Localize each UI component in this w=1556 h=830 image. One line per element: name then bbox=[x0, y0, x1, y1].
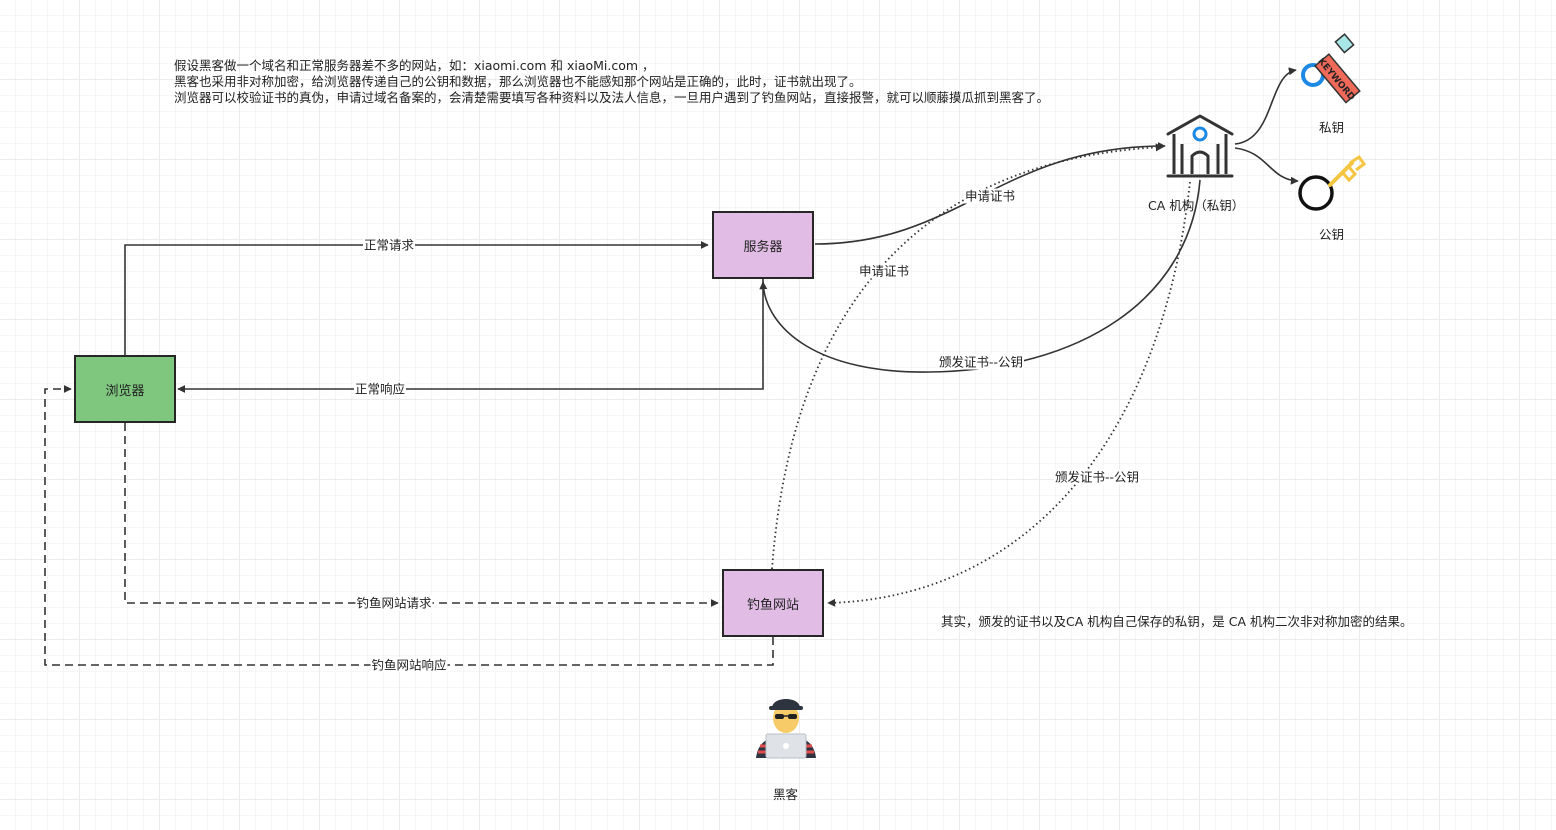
hacker-icon bbox=[756, 699, 816, 759]
edge-ca-private-key bbox=[1234, 67, 1297, 145]
edge-label-phish-request: 钓鱼网站请求 bbox=[355, 595, 433, 611]
edge-phish-request bbox=[124, 423, 719, 607]
edge-ca-issue-cert-server bbox=[759, 179, 1201, 373]
intro-line-2: 黑客也采用非对称加密，给浏览器传递自己的公钥和数据，那么浏览器也不能感知那个网站… bbox=[174, 74, 862, 89]
explanation-note: 其实，颁发的证书以及CA 机构自己保存的私钥，是 CA 机构二次非对称加密的结果… bbox=[941, 614, 1413, 629]
edge-normal-request bbox=[124, 241, 709, 355]
edge-label-ca-issue-cert-server: 颁发证书--公钥 bbox=[937, 354, 1025, 370]
browser-node[interactable]: 浏览器 bbox=[74, 355, 176, 423]
edge-label-normal-request: 正常请求 bbox=[362, 237, 416, 253]
hacker-label: 黑客 bbox=[773, 787, 799, 802]
edge-normal-response bbox=[177, 279, 764, 393]
phishing-site-node[interactable]: 钓鱼网站 bbox=[722, 569, 824, 637]
edge-ca-issue-cert-phish bbox=[827, 181, 1191, 607]
private-key-label: 私钥 bbox=[1319, 120, 1345, 135]
private-key-icon: KEYWORD bbox=[1301, 33, 1361, 104]
intro-line-3: 浏览器可以校验证书的真伪，申请过域名备案的，会清楚需要填写各种资料以及法人信息，… bbox=[174, 90, 1050, 105]
edge-label-ca-issue-cert-phish: 颁发证书--公钥 bbox=[1053, 469, 1141, 485]
edge-label-phish-response: 钓鱼网站响应 bbox=[370, 657, 448, 673]
edge-phish-response bbox=[44, 385, 774, 666]
edge-ca-public-key bbox=[1234, 147, 1299, 185]
public-key-icon bbox=[1298, 154, 1367, 211]
edge-label-phish-apply-cert: 申请证书 bbox=[857, 263, 911, 279]
intro-line-1: 假设黑客做一个域名和正常服务器差不多的网站，如：xiaomi.com 和 xia… bbox=[174, 58, 655, 73]
public-key-label: 公钥 bbox=[1319, 227, 1345, 242]
intro-text: 假设黑客做一个域名和正常服务器差不多的网站，如：xiaomi.com 和 xia… bbox=[174, 58, 1134, 106]
bank-building-icon bbox=[1166, 114, 1234, 178]
server-node[interactable]: 服务器 bbox=[712, 211, 814, 279]
edge-label-normal-response: 正常响应 bbox=[353, 381, 407, 397]
ca-label: CA 机构（私钥） bbox=[1148, 198, 1245, 213]
edge-label-server-apply-cert: 申请证书 bbox=[963, 188, 1017, 204]
